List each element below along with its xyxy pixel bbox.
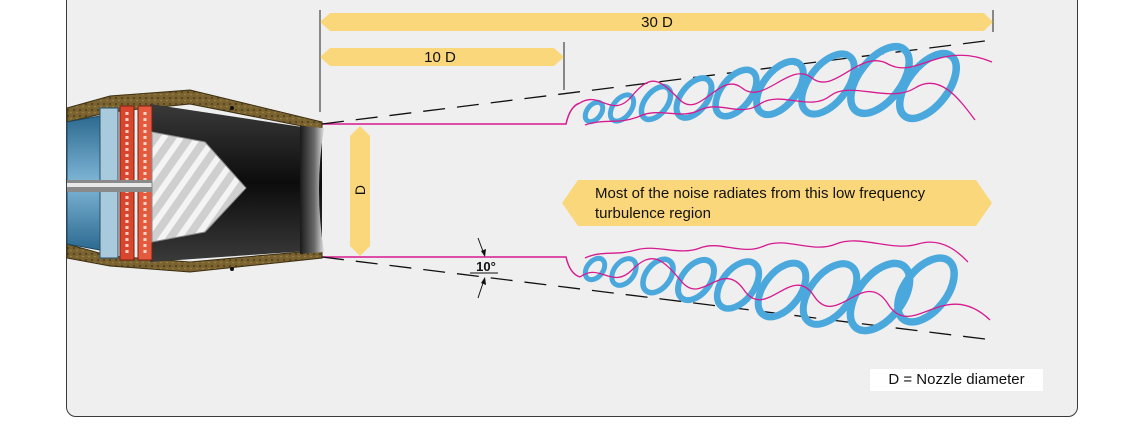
noise-callout: Most of the noise radiates from this low… — [562, 180, 992, 226]
callout-line-1: Most of the noise radiates from this low… — [595, 185, 926, 202]
legend-text: D = Nozzle diameter — [888, 371, 1025, 388]
legend-box — [870, 369, 1043, 391]
angle-marker: 10° — [470, 237, 498, 299]
engine-exhaust — [66, 89, 324, 273]
dim-10d-label: 10 D — [424, 49, 456, 66]
angle-label: 10° — [476, 259, 496, 274]
dim-30d-arrow — [320, 13, 993, 31]
lower-turbulence-vortices — [579, 240, 991, 335]
dimension-markers: 30 D 10 D D — [319, 10, 994, 256]
dim-30d-label: 30 D — [641, 14, 673, 31]
dim-d-label: D — [352, 185, 368, 195]
upper-turbulence-vortices — [579, 42, 993, 126]
callout-line-2: turbulence region — [595, 205, 711, 222]
dim-d-arrow — [350, 126, 370, 256]
dim-10d-arrow — [320, 48, 564, 66]
